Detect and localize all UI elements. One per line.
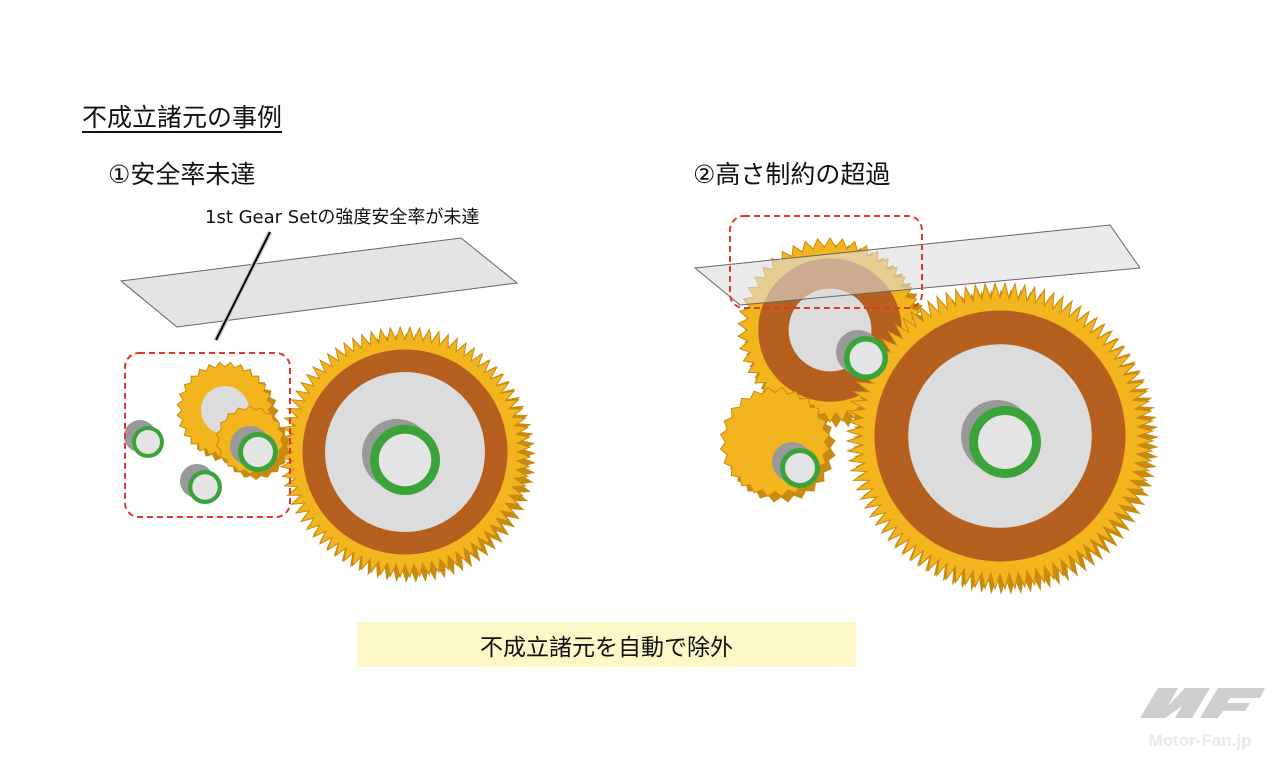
svg-text:Motor-Fan.jp: Motor-Fan.jp <box>1149 731 1252 750</box>
banner-text: 不成立諸元を自動で除外 <box>480 634 733 661</box>
height-limit-plane-left <box>119 237 519 328</box>
motor-fan-logo: Motor-Fan.jp <box>1140 688 1265 750</box>
highlight-box-left <box>124 352 291 518</box>
page-title: 不成立諸元の事例 <box>82 103 283 132</box>
callout-label: 1st Gear Setの強度安全率が未達 <box>205 207 480 228</box>
height-limit-plane-right <box>693 224 1141 306</box>
shaft-left-2 <box>180 464 222 504</box>
shaft-left-main <box>362 419 440 495</box>
shaft-right-1 <box>836 330 888 380</box>
shaft-right-2 <box>772 442 820 488</box>
highlight-box-right <box>729 215 923 309</box>
result-banner: 不成立諸元を自動で除外 <box>357 622 856 667</box>
shaft-left-3 <box>230 426 278 472</box>
gear-set-left <box>124 325 536 583</box>
callout-leader-core <box>215 231 271 341</box>
shaft-left-1 <box>124 420 164 458</box>
shaft-right-main <box>961 400 1041 478</box>
case1-heading: ①安全率未達 <box>108 160 256 189</box>
case2-heading: ②高さ制約の超過 <box>693 160 891 189</box>
